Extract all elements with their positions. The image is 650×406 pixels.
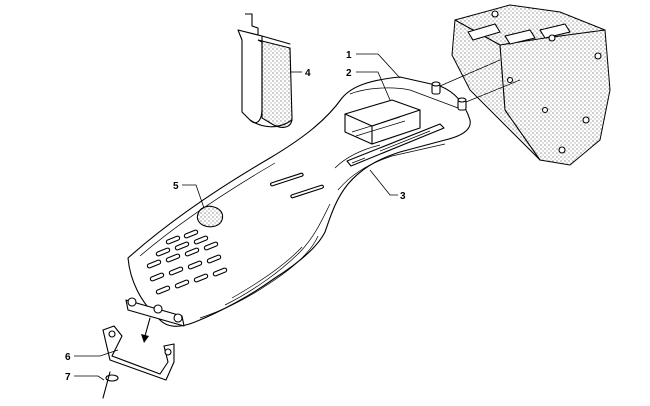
foam-pad-bracket (237, 13, 293, 128)
small-foam-pad (196, 205, 224, 228)
callout-3: 3 (400, 191, 406, 202)
callout-2: 2 (346, 68, 352, 79)
fastener (102, 371, 119, 399)
hinge-bar (125, 297, 185, 343)
callout-5: 5 (173, 181, 179, 192)
callout-leaders (74, 53, 401, 381)
front-bracket (102, 325, 175, 381)
decal-panel (344, 99, 421, 145)
vent-slots (146, 229, 228, 295)
callout-4: 4 (305, 68, 311, 79)
label-strip (346, 123, 445, 167)
callout-1: 1 (346, 50, 352, 61)
callout-labels: 1 2 3 4 5 6 7 (65, 50, 406, 383)
engine-chassis (451, 4, 611, 166)
callout-6: 6 (65, 352, 71, 363)
skid-plate (127, 76, 471, 327)
callout-7: 7 (65, 372, 71, 383)
